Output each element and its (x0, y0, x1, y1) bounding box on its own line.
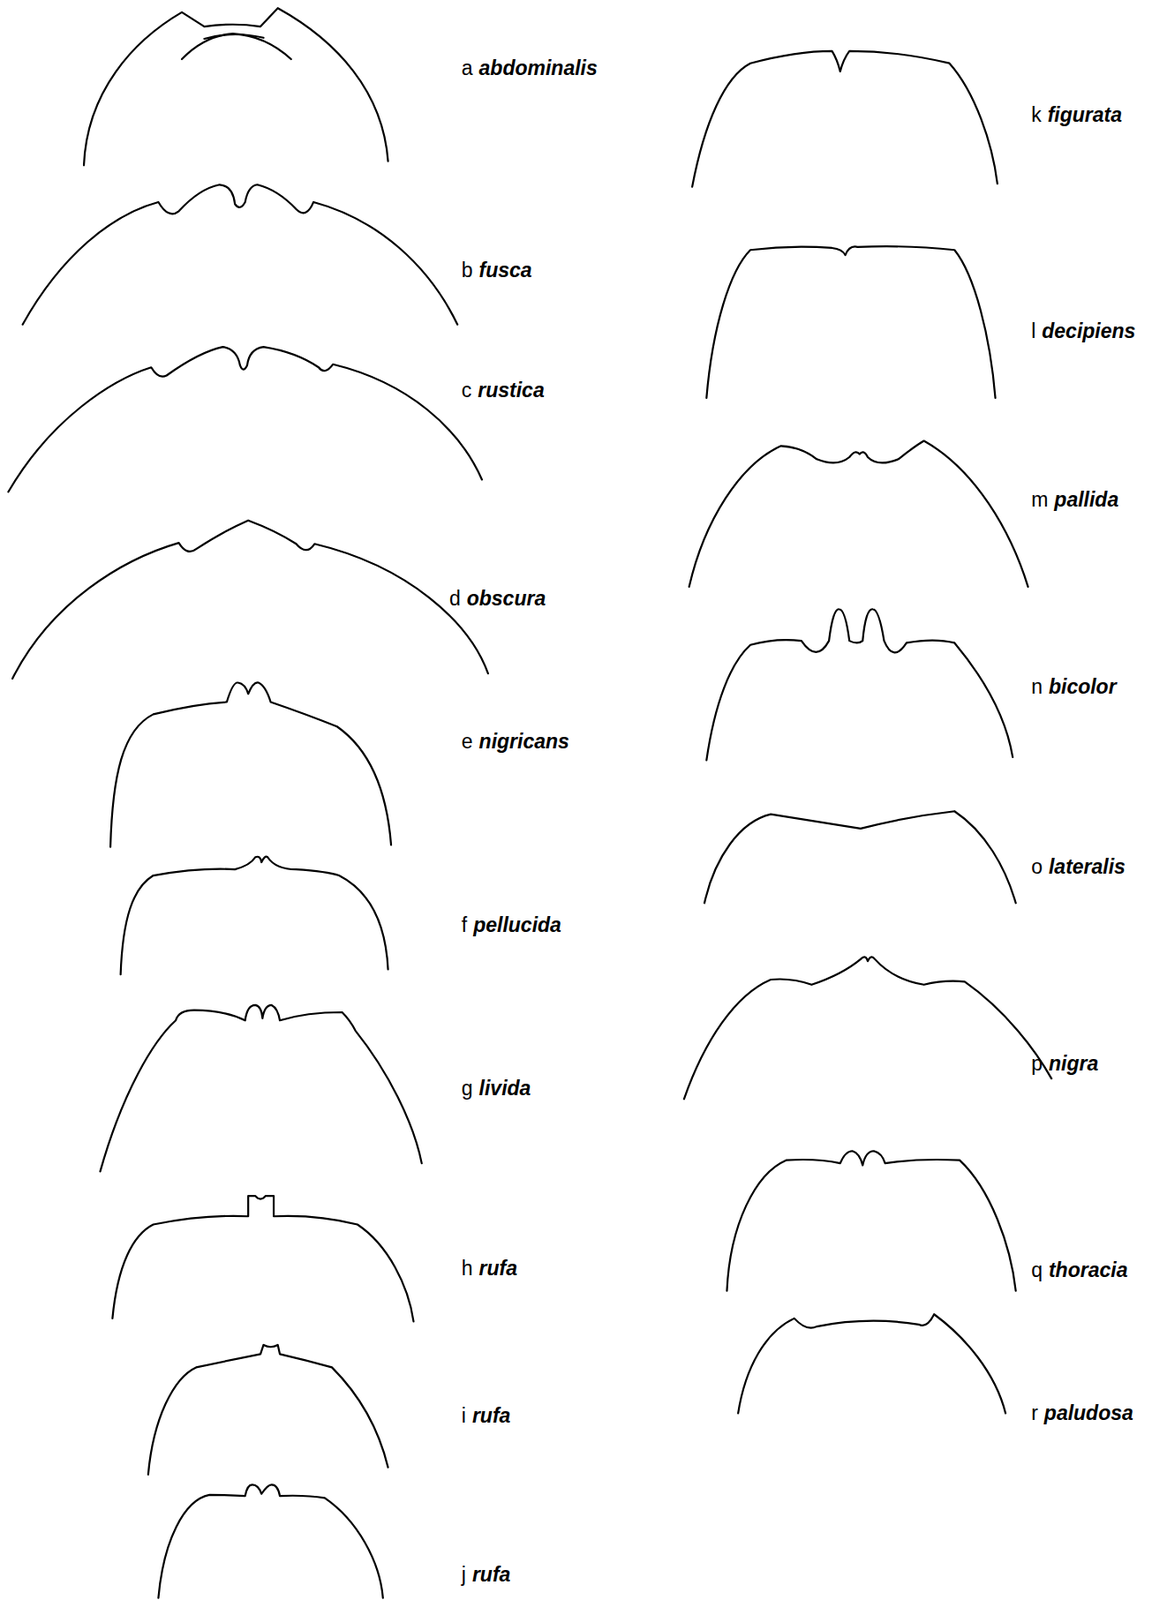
figure-label: nbicolor (1031, 675, 1116, 700)
figure-letter: l (1031, 319, 1036, 343)
outline-a (83, 7, 389, 166)
species-name: nigricans (479, 730, 570, 753)
figure-letter: d (449, 587, 461, 610)
figure-label: mpallida (1031, 488, 1119, 512)
figure-letter: k (1031, 103, 1042, 127)
outline-a-inner (181, 33, 292, 60)
figure-letter: a (461, 56, 474, 80)
figure-label: pnigra (1031, 1052, 1099, 1077)
outline-i (148, 1345, 389, 1476)
figure-letter: m (1031, 488, 1048, 512)
species-name: obscura (466, 587, 546, 610)
species-name: pallida (1054, 488, 1119, 512)
outline-r (737, 1314, 1006, 1414)
species-name: figurata (1047, 103, 1122, 127)
figure-label: enigricans (461, 730, 570, 754)
figure-label: kfigurata (1031, 103, 1122, 128)
outline-p (684, 956, 1052, 1100)
figure-letter: h (461, 1257, 474, 1280)
species-name: lateralis (1048, 855, 1126, 879)
figure-letter: e (461, 730, 474, 753)
outline-j (158, 1484, 383, 1598)
species-name: pellucida (473, 913, 562, 937)
species-name: bicolor (1048, 675, 1117, 699)
figure-letter: p (1031, 1052, 1043, 1076)
figure-label: olateralis (1031, 855, 1126, 880)
outline-b (22, 184, 459, 324)
figure-letter: g (461, 1076, 474, 1100)
figure-label: fpellucida (461, 913, 562, 938)
figure-label: dobscura (449, 587, 546, 611)
species-name: abdominalis (479, 56, 598, 80)
outline-m (689, 441, 1029, 588)
figure-letter: f (461, 913, 467, 937)
figure-letter: n (1031, 675, 1043, 699)
figure-letter: i (461, 1404, 467, 1428)
figure-label: rpaludosa (1031, 1401, 1134, 1426)
figure-label: crustica (461, 378, 545, 403)
outline-c (7, 346, 482, 492)
outline-k (692, 51, 998, 188)
figure-letter: r (1031, 1401, 1039, 1425)
figure-label: hrufa (461, 1257, 518, 1281)
outline-l (706, 246, 995, 399)
species-name: nigra (1048, 1052, 1099, 1076)
species-name: fusca (479, 258, 533, 282)
species-name: paludosa (1044, 1401, 1134, 1425)
outline-o (704, 811, 1017, 904)
figure-label: bfusca (461, 258, 533, 283)
outline-h (112, 1196, 414, 1322)
species-name: rufa (472, 1563, 511, 1587)
figure-letter: c (461, 378, 473, 402)
figure-label: glivida (461, 1076, 532, 1101)
figure-letter: q (1031, 1258, 1043, 1282)
figure-label: irufa (461, 1404, 512, 1429)
figure-label: qthoracia (1031, 1258, 1128, 1283)
figure-label: aabdominalis (461, 56, 598, 81)
figure-letter: b (461, 258, 474, 282)
species-name: rustica (477, 378, 544, 402)
outline-f (120, 857, 389, 975)
figure-letter: o (1031, 855, 1043, 879)
outline-e (110, 682, 392, 847)
outline-a-inner (203, 34, 264, 39)
figure-letter: j (461, 1563, 467, 1587)
species-name: decipiens (1041, 319, 1136, 343)
species-name: thoracia (1048, 1258, 1128, 1282)
outline-q (726, 1151, 1016, 1291)
figure-label: ldecipiens (1031, 319, 1136, 344)
outline-d (12, 520, 489, 679)
species-name: livida (479, 1076, 532, 1100)
outline-g (100, 1005, 422, 1172)
species-name: rufa (479, 1257, 518, 1280)
outline-n (706, 609, 1013, 761)
species-name: rufa (472, 1404, 511, 1428)
figure-label: jrufa (461, 1563, 512, 1588)
